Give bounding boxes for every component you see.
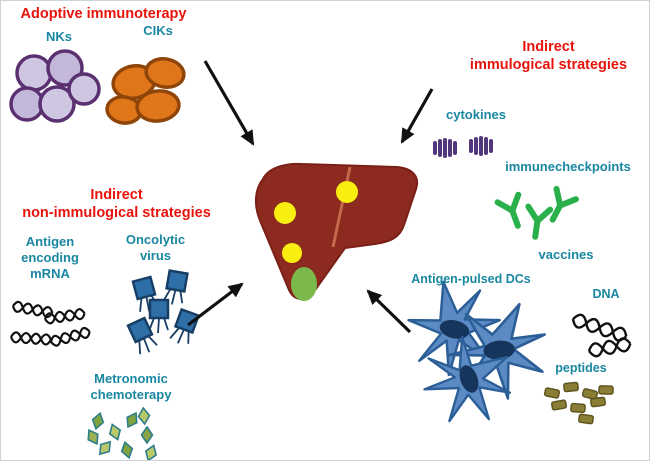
dendritic-cells-icon (407, 280, 546, 423)
arrow-oncolytic-to-liver (187, 282, 244, 327)
nk-cells-icon (9, 49, 101, 123)
tumor-nodule (274, 202, 296, 224)
arrow-adoptive-to-liver (203, 60, 255, 146)
antibodies-icon (494, 185, 579, 240)
gallbladder-icon (291, 267, 317, 301)
dna-icon (571, 313, 632, 358)
mrna-icon (9, 300, 91, 347)
tumor-nodule (282, 243, 302, 263)
peptides-icon (543, 381, 614, 425)
arrows (187, 60, 434, 334)
tumor-nodule (336, 181, 358, 203)
arrow-dcs-to-liver (366, 289, 412, 334)
cytokines-icon (433, 136, 493, 158)
chemo-diamonds-icon (87, 406, 158, 460)
oncolytic-virus-icon (126, 269, 201, 355)
liver-icon (255, 162, 418, 301)
arrow-immunological-to-liver (400, 88, 434, 144)
cik-cells-icon (105, 57, 186, 125)
